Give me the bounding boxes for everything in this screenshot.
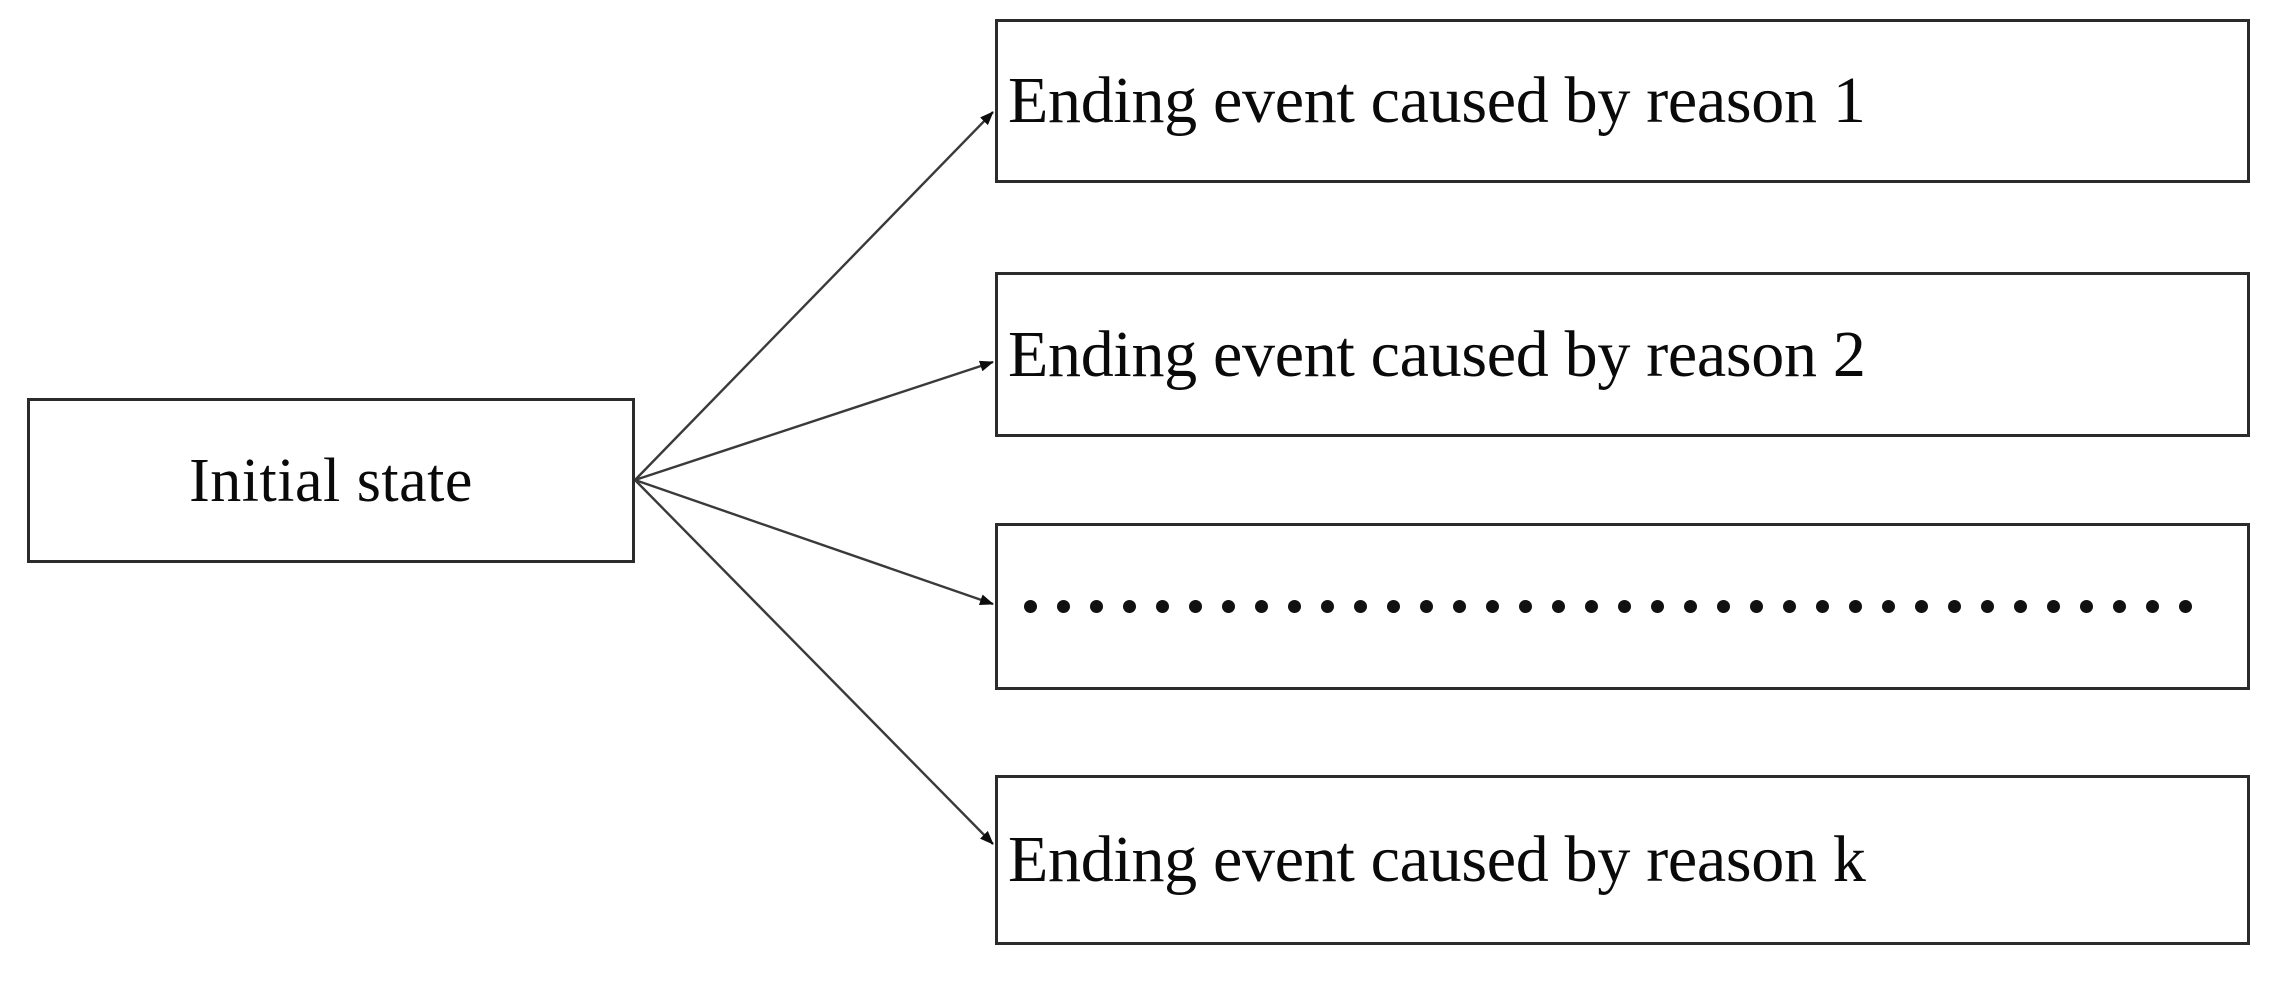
ellipsis-dot [1816,600,1829,613]
ellipsis-dot [1618,600,1631,613]
node-ellipsis-placeholder[interactable] [995,523,2250,690]
ellipsis-dot [1552,600,1565,613]
ellipsis-dot [1057,600,1070,613]
ellipsis-dot [1849,600,1862,613]
ellipsis-dot [1453,600,1466,613]
ellipsis-dot [1222,600,1235,613]
node-ending-event-reason-2-label: Ending event caused by reason 2 [1008,317,1866,391]
edge-initial-to-ellipsis [634,478,994,606]
ellipsis-dot [1981,600,1994,613]
edge-initial-to-end-1 [634,111,994,481]
ellipsis-dot [2113,600,2126,613]
ellipsis-dot [2146,600,2159,613]
ellipsis-dot [1486,600,1499,613]
ellipsis-dot [1024,600,1037,613]
ellipsis-dot [1354,600,1367,613]
ellipsis-dot [1321,600,1334,613]
ellipsis-dot [2080,600,2093,613]
ellipsis-dot [1519,600,1532,613]
ellipsis-dot [1420,600,1433,613]
edge-initial-to-end-k [634,479,994,845]
node-ending-event-reason-1-label: Ending event caused by reason 1 [1008,64,1866,137]
ellipsis-dot [1585,600,1598,613]
ellipsis-dot [1882,600,1895,613]
ellipsis-dot [2179,600,2192,613]
ellipsis-dot [1255,600,1268,613]
node-ending-event-reason-2[interactable]: Ending event caused by reason 2 [995,272,2250,437]
ellipsis-dot [1783,600,1796,613]
ellipsis-dot [1684,600,1697,613]
edge-initial-to-end-2 [634,360,994,482]
ellipsis-dot [1123,600,1136,613]
ellipsis-dot [2014,600,2027,613]
ellipsis-dot [1915,600,1928,613]
ellipsis-dot [1717,600,1730,613]
node-ending-event-reason-1[interactable]: Ending event caused by reason 1 [995,19,2250,183]
node-initial-state[interactable]: Initial state [27,398,635,563]
ellipsis-dot [1156,600,1169,613]
ellipsis-dot [2047,600,2060,613]
ellipsis-dot [1189,600,1202,613]
ellipsis-dot [1948,600,1961,613]
ellipsis-dot [1651,600,1664,613]
ellipsis-dot [1090,600,1103,613]
node-ending-event-reason-k-label: Ending event caused by reason k [1008,823,1866,896]
node-ending-event-reason-k[interactable]: Ending event caused by reason k [995,775,2250,945]
ellipsis-dot [1750,600,1763,613]
ellipsis-dot [1288,600,1301,613]
ellipsis-dots [998,600,2192,613]
node-initial-state-label: Initial state [189,446,473,515]
ellipsis-dot [1387,600,1400,613]
